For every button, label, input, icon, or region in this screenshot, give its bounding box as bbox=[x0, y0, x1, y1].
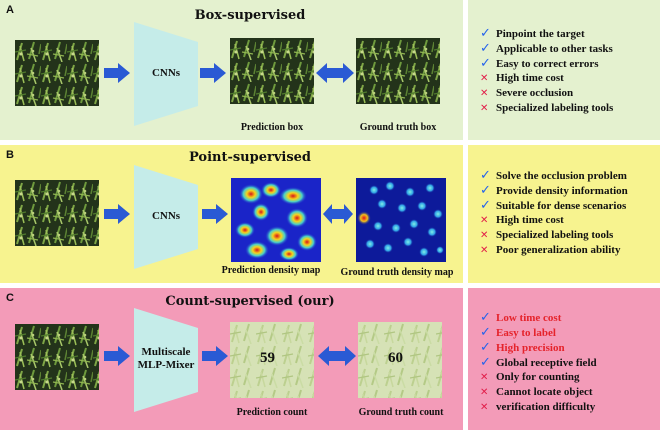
row-a-arrow-2 bbox=[200, 63, 226, 83]
cross-icon: ✕ bbox=[480, 73, 489, 84]
row-b-ground-truth-density-map bbox=[356, 178, 446, 262]
list-item: ✕Poor generalization ability bbox=[480, 244, 621, 256]
cross-icon: ✕ bbox=[480, 230, 489, 241]
row-c-arrow-1 bbox=[104, 346, 130, 366]
ground-truth-count-value: 60 bbox=[388, 350, 403, 366]
cross-icon: ✕ bbox=[480, 103, 489, 114]
list-item: ✓High precision bbox=[480, 340, 565, 355]
check-icon: ✓ bbox=[480, 198, 491, 213]
row-b-arrow-2 bbox=[202, 204, 228, 224]
cross-icon: ✕ bbox=[480, 245, 489, 256]
check-icon: ✓ bbox=[480, 168, 491, 183]
row-a-double-arrow bbox=[316, 63, 354, 83]
row-a-letter: A bbox=[6, 4, 14, 16]
list-item: ✕verification difficulty bbox=[480, 401, 596, 413]
check-icon: ✓ bbox=[480, 310, 491, 325]
list-item: ✕Severe occlusion bbox=[480, 87, 574, 99]
row-c-title: Count-supervised (our) bbox=[165, 294, 335, 309]
check-icon: ✓ bbox=[480, 183, 491, 198]
prediction-count-value: 59 bbox=[260, 350, 275, 366]
row-a-input-image bbox=[15, 40, 99, 106]
row-c-prediction-count-image bbox=[230, 322, 314, 398]
row-b-cnn-trapezoid bbox=[134, 165, 198, 269]
check-icon: ✓ bbox=[480, 56, 491, 71]
row-b-pros-cons-panel bbox=[468, 145, 660, 283]
row-b-pros-cons-list: ✓Solve the occlusion problem ✓Provide de… bbox=[480, 168, 628, 258]
cross-icon: ✕ bbox=[480, 215, 489, 226]
row-b-double-arrow bbox=[323, 204, 353, 224]
row-c-mixer-trapezoid bbox=[134, 308, 198, 412]
row-b-arrow-1 bbox=[104, 204, 130, 224]
check-icon: ✓ bbox=[480, 340, 491, 355]
check-icon: ✓ bbox=[480, 325, 491, 340]
row-c-caption-ground-truth: Ground truth count bbox=[358, 407, 444, 418]
row-b-input-image bbox=[15, 180, 99, 246]
list-item: ✓Easy to label bbox=[480, 325, 556, 340]
list-item: ✓Provide density information bbox=[480, 183, 628, 198]
list-item: ✕High time cost bbox=[480, 214, 564, 226]
row-a-arrow-1 bbox=[104, 63, 130, 83]
check-icon: ✓ bbox=[480, 41, 491, 56]
cross-icon: ✕ bbox=[480, 88, 489, 99]
row-b-prediction-density-map bbox=[231, 178, 321, 262]
list-item: ✓Solve the occlusion problem bbox=[480, 168, 627, 183]
row-c-arrow-2 bbox=[202, 346, 228, 366]
row-c-pros-cons-panel bbox=[468, 288, 660, 430]
row-a-caption-prediction: Prediction box bbox=[240, 122, 304, 133]
list-item: ✓Pinpoint the target bbox=[480, 26, 585, 41]
list-item: ✕Only for counting bbox=[480, 371, 580, 383]
row-c-pros-cons-list: ✓Low time cost ✓Easy to label ✓High prec… bbox=[480, 310, 597, 415]
row-c-input-image bbox=[15, 324, 99, 390]
row-a-pros-cons-list: ✓Pinpoint the target ✓Applicable to othe… bbox=[480, 26, 613, 116]
list-item: ✓Easy to correct errors bbox=[480, 56, 599, 71]
list-item: ✓Low time cost bbox=[480, 310, 562, 325]
list-item: ✕High time cost bbox=[480, 72, 564, 84]
check-icon: ✓ bbox=[480, 26, 491, 41]
list-item: ✓Global receptive field bbox=[480, 355, 597, 370]
list-item: ✓Suitable for dense scenarios bbox=[480, 198, 627, 213]
cross-icon: ✕ bbox=[480, 402, 489, 413]
row-a-cnn-label: CNNs bbox=[151, 67, 181, 79]
row-a-pros-cons-panel bbox=[468, 0, 660, 140]
row-a-prediction-box-image bbox=[230, 38, 314, 104]
check-icon: ✓ bbox=[480, 355, 491, 370]
row-c-ground-truth-count-image bbox=[358, 322, 442, 398]
row-b-letter: B bbox=[6, 149, 14, 161]
list-item: ✓Applicable to other tasks bbox=[480, 41, 613, 56]
row-c-caption-prediction: Prediction count bbox=[236, 407, 308, 418]
row-b-caption-ground-truth: Ground truth density map bbox=[340, 267, 454, 278]
cross-icon: ✕ bbox=[480, 387, 489, 398]
row-c-letter: C bbox=[6, 292, 14, 304]
row-a-cnn-trapezoid bbox=[134, 22, 198, 126]
list-item: ✕Cannot locate object bbox=[480, 386, 593, 398]
row-a-caption-ground-truth: Ground truth box bbox=[359, 122, 437, 133]
row-b-caption-prediction: Prediction density map bbox=[221, 265, 321, 276]
row-a-title: Box-supervised bbox=[194, 8, 306, 23]
row-a-ground-truth-box-image bbox=[356, 38, 440, 104]
list-item: ✕Specialized labeling tools bbox=[480, 229, 614, 241]
cross-icon: ✕ bbox=[480, 372, 489, 383]
row-b-cnn-label: CNNs bbox=[151, 210, 181, 222]
list-item: ✕Specialized labeling tools bbox=[480, 102, 614, 114]
row-b-title: Point-supervised bbox=[188, 150, 312, 165]
row-c-double-arrow bbox=[318, 346, 356, 366]
